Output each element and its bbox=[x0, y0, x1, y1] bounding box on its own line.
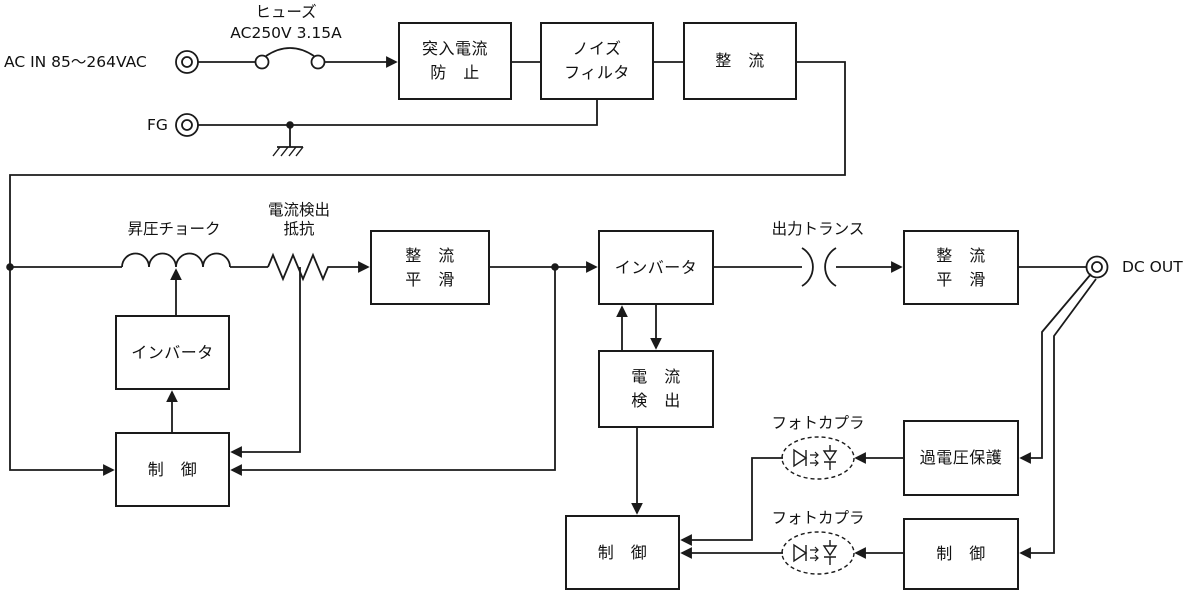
block-label: 突入電流 bbox=[421, 39, 488, 58]
block-label: 制 御 bbox=[597, 542, 648, 562]
block-label: 平 滑 bbox=[936, 269, 986, 289]
current-sense-resistor-label-line2: 抵抗 bbox=[283, 219, 315, 238]
junction-dot bbox=[6, 263, 14, 271]
block-label: 電 流 bbox=[631, 367, 681, 386]
junction-dot bbox=[551, 263, 559, 271]
wire-arrow bbox=[230, 267, 556, 476]
block-inrush-protection: 突入電流 防 止 bbox=[398, 22, 512, 100]
block-rectify-smooth-output: 整 流 平 滑 bbox=[903, 230, 1019, 305]
block-control-boost: 制 御 bbox=[115, 432, 230, 507]
wire bbox=[9, 61, 846, 267]
wire-arrow bbox=[1019, 278, 1097, 559]
block-label: インバータ bbox=[614, 257, 698, 277]
resistor-icon bbox=[267, 252, 332, 282]
ac-in-connector-icon bbox=[175, 50, 199, 74]
wires bbox=[9, 61, 1086, 268]
fg-label: FG bbox=[147, 116, 168, 134]
photocoupler-icon bbox=[781, 531, 855, 575]
fuse-rating-label: AC250V 3.15A bbox=[230, 24, 342, 42]
boost-choke-icon bbox=[121, 252, 231, 268]
block-label: フィルタ bbox=[564, 63, 630, 82]
block-label: 過電圧保護 bbox=[919, 448, 1003, 467]
block-label: 防 止 bbox=[430, 63, 480, 82]
block-label: 制 御 bbox=[147, 459, 198, 479]
block-label: 制 御 bbox=[936, 544, 986, 563]
block-rectifier: 整 流 bbox=[683, 22, 797, 100]
wire bbox=[198, 100, 598, 126]
dc-out-label: DC OUT bbox=[1122, 258, 1183, 276]
block-noise-filter: ノイズ フィルタ bbox=[540, 22, 654, 100]
wire-arrow bbox=[680, 457, 783, 546]
fuse-icon bbox=[254, 47, 326, 70]
fuse-title-label: ヒューズ bbox=[255, 3, 317, 21]
ac-input-label: AC IN 85〜264VAC bbox=[4, 53, 147, 71]
block-overvoltage-protection: 過電圧保護 bbox=[903, 420, 1019, 496]
block-inverter-main: インバータ bbox=[598, 230, 714, 305]
dc-out-connector-icon bbox=[1085, 255, 1109, 279]
block-label: 整 流 bbox=[405, 245, 455, 265]
photocoupler-top-label: フォトカプラ bbox=[771, 414, 865, 432]
transformer-icon bbox=[801, 247, 837, 287]
block-label: 整 流 bbox=[936, 245, 986, 265]
fg-connector-icon bbox=[175, 113, 199, 137]
photocoupler-icon bbox=[781, 436, 855, 480]
current-sense-resistor-label: 電流検出 抵抗 bbox=[268, 201, 330, 238]
block-inverter-boost: インバータ bbox=[115, 315, 230, 390]
wire-arrow bbox=[1019, 273, 1092, 464]
block-rectify-smooth-primary: 整 流 平 滑 bbox=[370, 230, 490, 305]
earth-ground-icon bbox=[272, 125, 304, 157]
block-label: 整 流 bbox=[715, 51, 765, 70]
block-control-secondary: 制 御 bbox=[903, 518, 1019, 590]
arrow-wires bbox=[9, 56, 1097, 559]
block-current-detect: 電 流 検 出 bbox=[598, 350, 714, 428]
current-sense-resistor-label-line1: 電流検出 bbox=[267, 201, 331, 219]
block-control-primary: 制 御 bbox=[565, 515, 680, 590]
wire-arrow bbox=[9, 267, 115, 476]
photocoupler-bottom-label: フォトカプラ bbox=[771, 509, 865, 527]
block-label: 検 出 bbox=[631, 391, 681, 410]
output-transformer-label: 出力トランス bbox=[771, 220, 865, 238]
boost-choke-label: 昇圧チョーク bbox=[127, 220, 221, 238]
block-label: ノイズ bbox=[572, 39, 622, 58]
block-label: 平 滑 bbox=[405, 269, 455, 289]
wire-arrow bbox=[230, 267, 301, 458]
block-label: インバータ bbox=[131, 342, 214, 362]
